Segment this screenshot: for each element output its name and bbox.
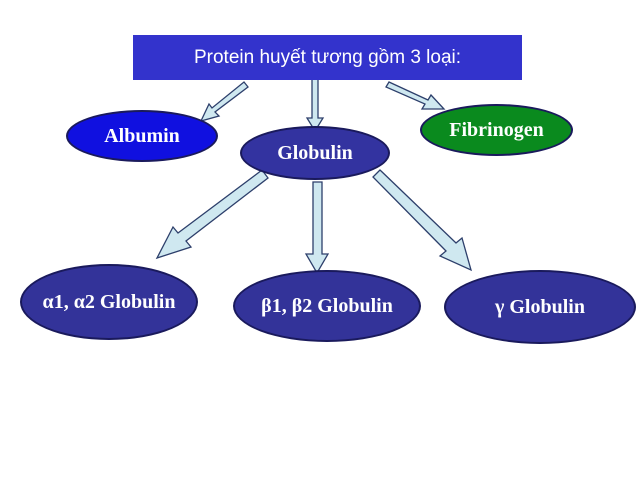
node-beta-globulin-label: β1, β2 Globulin bbox=[261, 294, 393, 317]
title-box: Protein huyết tương gồm 3 loại: bbox=[133, 35, 522, 80]
node-albumin: Albumin bbox=[66, 110, 218, 162]
node-gamma-globulin-label: γ Globulin bbox=[495, 295, 585, 318]
arrow-globulin-to-alpha bbox=[155, 169, 269, 260]
node-gamma-globulin: γ Globulin bbox=[444, 270, 636, 344]
node-alpha-globulin-label: α1, α2 Globulin bbox=[42, 290, 176, 313]
node-beta-globulin: β1, β2 Globulin bbox=[233, 270, 421, 342]
arrow-globulin-to-gamma bbox=[372, 169, 473, 272]
arrow-globulin-to-beta bbox=[304, 181, 330, 275]
node-globulin: Globulin bbox=[240, 126, 390, 180]
title-text: Protein huyết tương gồm 3 loại: bbox=[193, 46, 462, 68]
arrow-title-to-albumin bbox=[199, 81, 249, 123]
node-fibrinogen-label: Fibrinogen bbox=[449, 118, 544, 141]
node-albumin-label: Albumin bbox=[104, 124, 180, 147]
node-globulin-label: Globulin bbox=[277, 141, 353, 164]
node-alpha-globulin: α1, α2 Globulin bbox=[20, 264, 198, 340]
node-fibrinogen: Fibrinogen bbox=[420, 104, 573, 156]
arrow-title-to-globulin bbox=[305, 75, 325, 133]
arrow-title-to-fibrinogen bbox=[385, 81, 446, 110]
